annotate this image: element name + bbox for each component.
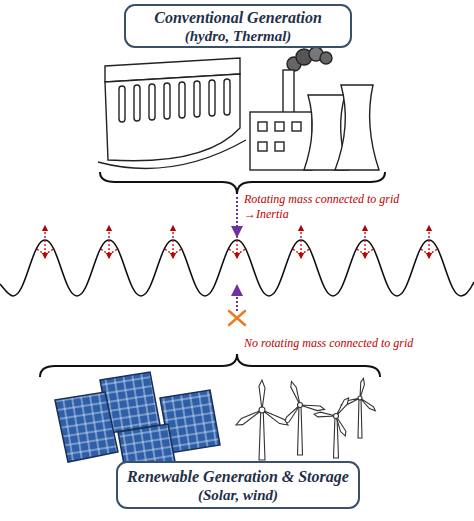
hydro-dam <box>105 74 240 161</box>
annotation-text: →Inertia <box>244 207 289 221</box>
annotation-text: No rotating mass connected to grid <box>244 336 413 350</box>
wind-turbines <box>358 396 362 400</box>
oscillation-arrows <box>293 249 309 253</box>
hydro-dam <box>224 79 230 115</box>
wind-turbines <box>298 405 303 455</box>
oscillation-arrows <box>108 228 109 256</box>
thermal-plant <box>320 52 332 64</box>
hydro-dam <box>134 85 140 121</box>
wind-turbines <box>358 378 365 398</box>
hydro-dam <box>149 84 155 120</box>
annotation-text: Rotating mass connected to grid <box>244 192 399 206</box>
wind-turbines <box>314 412 336 419</box>
oscillation-arrows <box>428 228 429 256</box>
wind-turbines <box>334 414 339 419</box>
wind-turbines <box>358 398 362 438</box>
wind-turbines <box>314 412 336 419</box>
thermal-plant <box>275 122 284 131</box>
hydro-dam <box>98 140 246 168</box>
blocked-cross <box>229 311 245 325</box>
blocked-cross <box>229 311 245 325</box>
wind-turbines <box>259 380 265 410</box>
oscillation-arrows <box>37 249 53 253</box>
box-heading: Renewable Generation & Storage <box>127 467 349 486</box>
box-subheading: (hydro, Thermal) <box>185 27 292 45</box>
hydro-dam <box>209 80 215 116</box>
solar-panels <box>55 392 118 462</box>
brace <box>100 172 385 194</box>
purple-arrow <box>236 290 238 311</box>
wind-turbines <box>314 397 351 458</box>
thermal-plant <box>258 122 267 131</box>
wind-turbines <box>341 378 377 438</box>
hydro-dam <box>119 86 125 122</box>
hydro-dam <box>194 81 200 117</box>
hydro-dam <box>179 82 185 118</box>
wind-turbines <box>259 380 265 410</box>
wind-turbines <box>359 396 377 412</box>
oscillation-arrows <box>364 228 365 256</box>
blocked-cross <box>229 311 245 325</box>
oscillation-arrows <box>300 228 301 256</box>
oscillation-arrows <box>172 228 173 256</box>
purple-arrow <box>236 197 238 232</box>
hydro-dam <box>98 58 246 168</box>
thermal-plant <box>250 47 379 170</box>
oscillation-arrows <box>37 228 437 256</box>
wind-turbines <box>298 403 303 408</box>
hydro-dam <box>164 83 170 119</box>
generation-box: Renewable Generation & Storage(Solar, wi… <box>116 461 360 509</box>
oscillation-arrows <box>357 249 373 253</box>
box-heading: Conventional Generation <box>154 8 322 27</box>
box-subheading: (Solar, wind) <box>198 486 278 504</box>
oscillation-arrows <box>165 249 181 253</box>
thermal-plant <box>335 85 379 170</box>
generation-box: Conventional Generation(hydro, Thermal) <box>124 4 352 48</box>
oscillation-arrows <box>421 249 437 253</box>
thermal-plant <box>292 122 301 131</box>
thermal-plant <box>275 142 284 151</box>
oscillation-arrows <box>229 249 245 253</box>
wind-turbines <box>282 381 325 455</box>
wind-turbines <box>358 378 365 398</box>
thermal-plant <box>250 112 312 170</box>
thermal-plant <box>258 142 267 151</box>
wind-turbines <box>359 396 377 412</box>
wind-turbines <box>235 378 377 460</box>
wind-turbines <box>259 410 265 460</box>
wind-turbines <box>300 403 325 412</box>
wind-turbines <box>235 380 290 460</box>
oscillation-arrows <box>101 249 117 253</box>
oscillation-arrows <box>44 228 45 256</box>
thermal-plant <box>283 70 294 115</box>
wind-turbines <box>259 407 265 413</box>
wind-turbines <box>300 403 325 412</box>
brace <box>40 354 380 377</box>
